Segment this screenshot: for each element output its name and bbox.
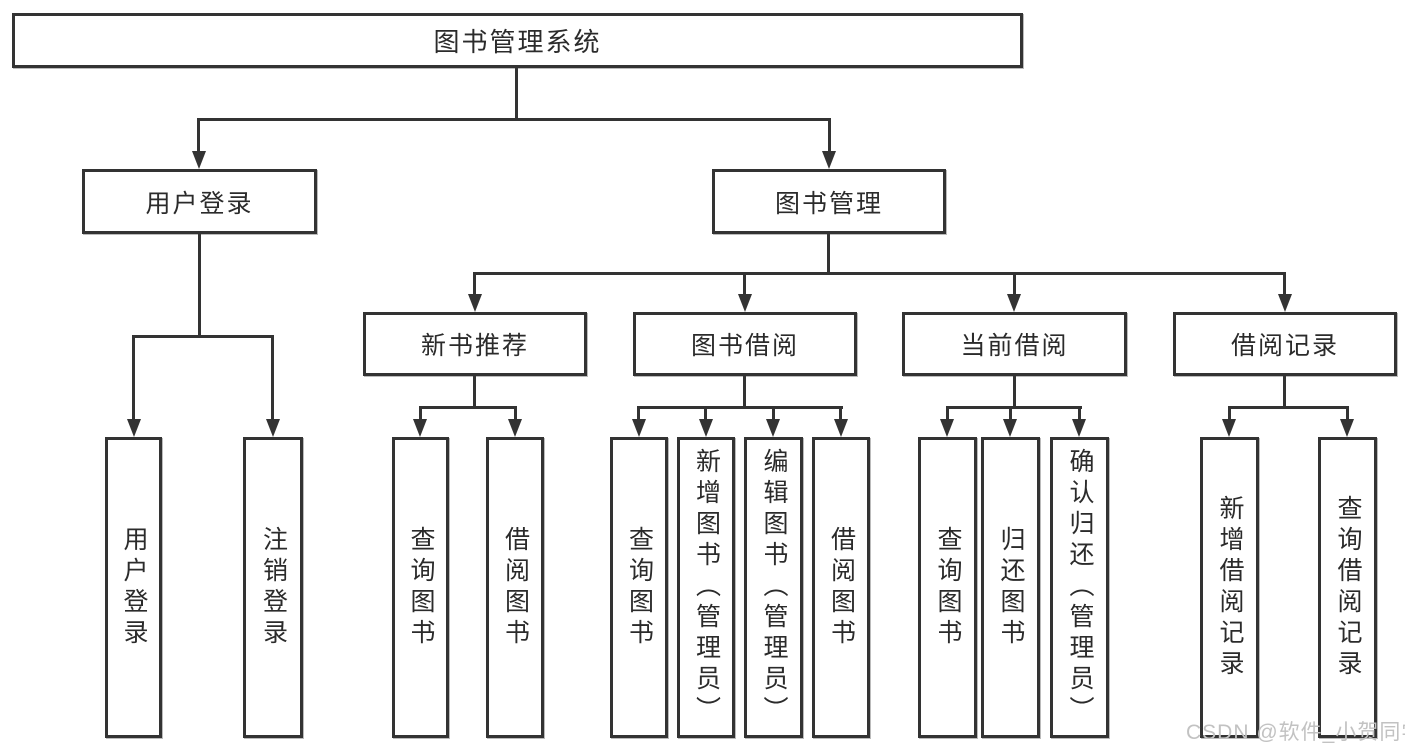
connector-arrowhead-down <box>127 419 141 437</box>
connector-line <box>514 406 517 422</box>
node-new-book-recommendation: 新书推荐 <box>363 312 587 376</box>
connector-line <box>946 406 1082 409</box>
connector-arrowhead-down <box>266 419 280 437</box>
node-current-borrowing-label: 当前借阅 <box>960 332 1069 360</box>
leaf-confirm-return-admin-label: 确认归还（管理员） <box>1066 448 1094 727</box>
leaf-add-borrow-record: 新增借阅记录 <box>1200 437 1259 738</box>
connector-line <box>1013 376 1016 406</box>
connector-line <box>1078 406 1081 422</box>
node-user-login: 用户登录 <box>82 169 317 234</box>
leaf-borrow-books-borrowing: 借阅图书 <box>812 437 870 738</box>
leaf-query-books-recommend: 查询图书 <box>392 437 449 738</box>
node-book-borrowing-label: 图书借阅 <box>690 332 799 360</box>
leaf-return-books-label: 归还图书 <box>997 525 1025 650</box>
connector-line <box>637 406 843 409</box>
connector-line <box>1009 406 1012 422</box>
node-new-book-recommendation-label: 新书推荐 <box>420 332 529 360</box>
leaf-add-books-admin-label: 新增图书（管理员） <box>692 448 721 727</box>
connector-line <box>473 376 476 406</box>
connector-line <box>132 335 274 338</box>
leaf-logout-label: 注销登录 <box>259 525 288 650</box>
node-book-management: 图书管理 <box>712 169 946 234</box>
node-root: 图书管理系统 <box>12 13 1023 68</box>
connector-line <box>946 406 949 422</box>
leaf-confirm-return-admin: 确认归还（管理员） <box>1050 437 1109 738</box>
connector-arrowhead-down <box>1003 419 1017 437</box>
connector-arrowhead-down <box>1278 294 1292 312</box>
leaf-edit-books-admin: 编辑图书（管理员） <box>744 437 803 738</box>
connector-line <box>473 272 1286 275</box>
connector-arrowhead-down <box>468 294 482 312</box>
connector-line <box>1013 272 1016 298</box>
leaf-borrow-books-recommend-label: 借阅图书 <box>501 525 530 650</box>
leaf-query-books-borrowing-label: 查询图书 <box>625 525 654 650</box>
connector-arrowhead-down <box>1222 419 1236 437</box>
connector-line <box>419 406 517 409</box>
node-root-label: 图书管理系统 <box>433 27 602 57</box>
connector-arrowhead-down <box>192 151 206 169</box>
leaf-user-login: 用户登录 <box>105 437 162 738</box>
leaf-query-books-current-label: 查询图书 <box>934 525 962 650</box>
leaf-borrow-books-recommend: 借阅图书 <box>486 437 544 738</box>
connector-line <box>271 335 274 421</box>
connector-arrowhead-down <box>738 294 752 312</box>
leaf-add-borrow-record-label: 新增借阅记录 <box>1216 494 1244 681</box>
leaf-query-books-borrowing: 查询图书 <box>610 437 668 738</box>
connector-arrowhead-down <box>1072 419 1086 437</box>
leaf-query-books-current: 查询图书 <box>918 437 977 738</box>
leaf-query-borrow-record-label: 查询借阅记录 <box>1334 494 1362 681</box>
connector-arrowhead-down <box>940 419 954 437</box>
connector-line <box>419 406 422 422</box>
leaf-logout: 注销登录 <box>243 437 303 738</box>
leaf-query-borrow-record: 查询借阅记录 <box>1318 437 1377 738</box>
leaf-add-books-admin: 新增图书（管理员） <box>677 437 735 738</box>
connector-arrowhead-down <box>822 151 836 169</box>
connector-line <box>515 68 518 118</box>
node-book-borrowing: 图书借阅 <box>633 312 857 376</box>
connector-line <box>827 234 830 272</box>
node-current-borrowing: 当前借阅 <box>902 312 1127 376</box>
connector-line <box>1283 272 1286 298</box>
node-borrowing-records-label: 借阅记录 <box>1230 332 1339 360</box>
leaf-user-login-label: 用户登录 <box>120 525 148 650</box>
connector-arrowhead-down <box>508 419 522 437</box>
connector-line <box>743 272 746 298</box>
connector-arrowhead-down <box>766 419 780 437</box>
leaf-query-books-recommend-label: 查询图书 <box>407 525 435 650</box>
connector-line <box>1346 406 1349 422</box>
connector-line <box>1228 406 1349 409</box>
connector-line <box>743 376 746 406</box>
connector-arrowhead-down <box>632 419 646 437</box>
watermark: CSDN @软件_小贺同学 <box>1186 721 1405 744</box>
leaf-return-books: 归还图书 <box>981 437 1040 738</box>
connector-line <box>198 234 201 335</box>
connector-arrowhead-down <box>413 419 427 437</box>
leaf-borrow-books-borrowing-label: 借阅图书 <box>827 525 856 650</box>
connector-arrowhead-down <box>699 419 713 437</box>
node-borrowing-records: 借阅记录 <box>1173 312 1397 376</box>
connector-line <box>1228 406 1231 422</box>
connector-line <box>704 406 707 422</box>
node-book-management-label: 图书管理 <box>774 189 883 218</box>
connector-arrowhead-down <box>1007 294 1021 312</box>
connector-line <box>637 406 640 422</box>
node-user-login-label: 用户登录 <box>145 189 254 218</box>
connector-line <box>1283 376 1286 406</box>
connector-line <box>839 406 842 422</box>
connector-line <box>197 118 831 121</box>
connector-line <box>132 335 135 421</box>
leaf-edit-books-admin-label: 编辑图书（管理员） <box>760 448 788 727</box>
connector-arrowhead-down <box>834 419 848 437</box>
connector-arrowhead-down <box>1340 419 1354 437</box>
connector-line <box>772 406 775 422</box>
connector-line <box>828 118 831 154</box>
connector-line <box>197 118 200 154</box>
connector-line <box>473 272 476 298</box>
